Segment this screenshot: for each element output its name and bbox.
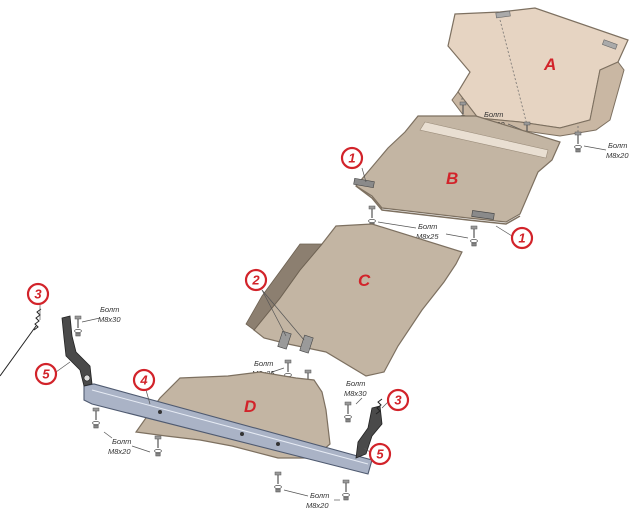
plate-c: C xyxy=(245,223,463,377)
plate-a-tab xyxy=(495,10,511,19)
bolt-icon xyxy=(367,205,377,227)
callout-leader xyxy=(261,289,287,337)
callout-leader xyxy=(495,225,513,237)
bolt-left-m20-size: M8x20 xyxy=(108,447,131,456)
cross-beam-hole xyxy=(276,442,280,446)
callout-ring xyxy=(510,226,534,250)
callout-number: 1 xyxy=(518,231,525,246)
callout-leader xyxy=(361,167,367,183)
leader-line xyxy=(377,221,417,229)
plate-c-body xyxy=(253,223,463,377)
bolt-left-m20-name: Болт xyxy=(112,437,131,446)
callout-number: 2 xyxy=(251,273,260,288)
cross-beam-highlight xyxy=(91,389,369,465)
right-bracket xyxy=(355,405,383,459)
plate-d-label: D xyxy=(244,397,256,416)
callout-number: 1 xyxy=(348,151,355,166)
bolt-a-right-size: M8x20 xyxy=(606,151,629,160)
bolt-icon xyxy=(273,471,283,493)
leader-line xyxy=(283,489,309,497)
plate-b-bracket xyxy=(471,210,495,220)
left-spring-rod xyxy=(0,325,37,377)
bolt-b-name: Болт xyxy=(418,222,437,231)
plate-a-tab xyxy=(602,39,618,50)
plate-c-side-flange xyxy=(245,243,323,331)
callout-ring xyxy=(132,368,156,392)
bolt-icon xyxy=(91,407,101,429)
callout-ring xyxy=(386,388,410,412)
callout-3-right: 3 xyxy=(386,388,410,412)
callout-3-left: 3 xyxy=(26,282,50,306)
callout-5-right: 5 xyxy=(368,442,392,466)
callout-4: 4 xyxy=(132,368,156,392)
callout-number: 3 xyxy=(34,287,42,302)
bolt-left-m30-name: Болт xyxy=(100,305,119,314)
leader-line xyxy=(131,445,151,453)
callout-ring xyxy=(340,146,364,170)
plate-b: B xyxy=(353,115,561,225)
callout-number: 5 xyxy=(376,447,384,462)
plate-c-label: C xyxy=(358,271,371,290)
bolt-icon xyxy=(573,131,583,153)
bolt-right-m30-name: Болт xyxy=(346,379,365,388)
callout-ring xyxy=(34,362,58,386)
bolt-a-right-name: Болт xyxy=(608,141,627,150)
plate-b-label: B xyxy=(446,169,458,188)
callout-ring xyxy=(368,442,392,466)
bolt-right-m30-size: M8x30 xyxy=(344,389,367,398)
plate-c-bracket xyxy=(277,330,292,350)
left-spring-coil xyxy=(33,308,42,331)
left-bracket-body xyxy=(61,315,93,387)
left-spring xyxy=(0,308,42,377)
callout-5-left: 5 xyxy=(34,362,58,386)
left-bracket-hole xyxy=(83,374,91,382)
callout-ring xyxy=(26,282,50,306)
plate-a: A xyxy=(447,7,629,137)
callout-leader xyxy=(381,401,389,409)
leader-line xyxy=(355,397,363,405)
callout-leader xyxy=(145,389,151,405)
cross-beam-hole xyxy=(158,410,162,414)
callout-leader xyxy=(261,289,305,341)
plate-a-label: A xyxy=(543,55,556,74)
cross-beam-hole xyxy=(240,432,244,436)
callout-leader xyxy=(55,361,71,373)
callout-number: 3 xyxy=(394,393,402,408)
leader-line xyxy=(445,233,469,239)
leader-line xyxy=(81,317,101,323)
left-bracket xyxy=(61,315,93,387)
bolt-left-m30-size: M8x30 xyxy=(98,315,121,324)
right-spring-coil xyxy=(375,398,383,415)
plate-b-bracket xyxy=(353,177,375,189)
callout-1-bottom: 1 xyxy=(510,226,534,250)
bolt-a-left-name: Болт xyxy=(484,110,503,119)
cross-beam-body xyxy=(83,383,373,475)
bolt-bottom-m20-name: Болт xyxy=(310,491,329,500)
leader-line xyxy=(583,145,607,151)
callout-ring xyxy=(244,268,268,292)
bolt-icon xyxy=(341,479,351,501)
bolt-icon xyxy=(343,401,353,423)
plate-b-edge xyxy=(355,185,521,225)
bolt-b-size: M8x25 xyxy=(416,232,439,241)
plate-b-ridge xyxy=(419,121,549,159)
callout-number: 5 xyxy=(42,367,50,382)
leader-line xyxy=(271,367,285,373)
plate-c-bracket xyxy=(299,334,314,354)
bolt-bottom-m20-size: M8x20 xyxy=(306,501,329,510)
callout-leader xyxy=(363,447,371,453)
bolt-icon xyxy=(73,315,83,337)
callout-number: 4 xyxy=(139,373,148,388)
callout-1-top: 1 xyxy=(340,146,364,170)
right-spring xyxy=(375,398,383,415)
bolt-icon xyxy=(153,435,163,457)
bolt-c-name: Болт xyxy=(254,359,273,368)
cross-beam xyxy=(83,383,373,475)
callout-2: 2 xyxy=(244,268,268,292)
bolt-icon xyxy=(469,225,479,247)
right-bracket-body xyxy=(355,405,383,459)
leader-line xyxy=(103,431,113,439)
